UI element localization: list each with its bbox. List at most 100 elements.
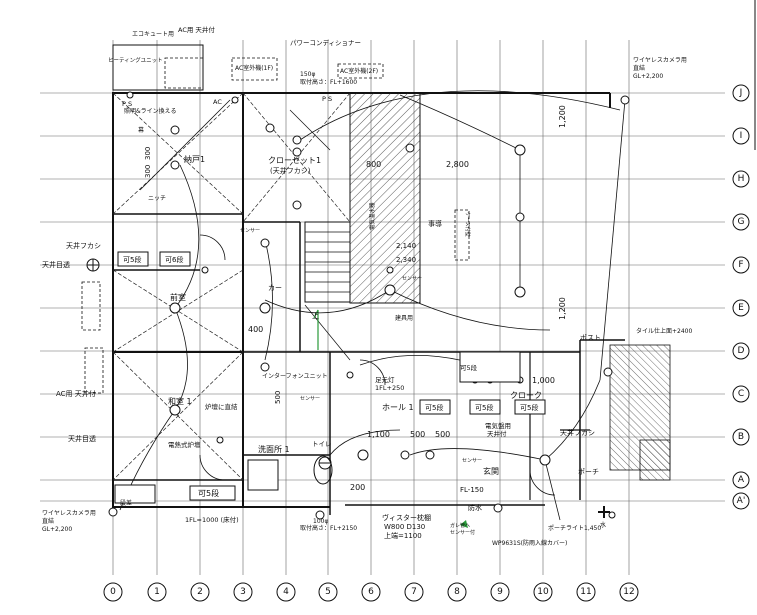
- column-bubble-label: 10: [537, 587, 549, 597]
- label-unit-bath-note: 照明&ライン換える: [124, 107, 177, 115]
- row-bubble: I: [732, 127, 750, 145]
- stair-arrow: [313, 309, 319, 350]
- label-dim-400: 400: [248, 325, 263, 334]
- column-bubble-label: 5: [325, 587, 331, 597]
- label-ceiling-fukashi-left: 天井フカシ: [66, 241, 101, 250]
- row-bubble-label: G: [738, 217, 745, 227]
- label-genkan: 玄関: [483, 466, 499, 476]
- label-kasen-5e: 可5段: [520, 403, 538, 412]
- label-kouhai: 事導: [428, 219, 442, 228]
- label-dim-800: 800: [366, 160, 381, 169]
- column-bubble: 3: [233, 582, 253, 602]
- label-toilet: トイレ: [312, 440, 332, 448]
- label-hole-150-height: 取付高さ：FL+1600: [300, 78, 357, 86]
- column-bubble-label: 9: [497, 587, 503, 597]
- label-kakaru: カー: [268, 284, 282, 292]
- label-vista: ヴィスター枕棚: [382, 513, 431, 522]
- column-bubble-label: 2: [197, 587, 203, 597]
- label-sensor: センサー: [240, 228, 260, 234]
- label-ceiling-fukashi-right: 天井フカシ: [560, 428, 595, 437]
- column-bubble: 5: [318, 582, 338, 602]
- label-ac-ceiling: AC用 天井付: [178, 25, 215, 34]
- label-hole-100: 100φ: [313, 518, 328, 525]
- label-sensor3: センサー: [300, 396, 320, 402]
- label-dim-1200-mid: 1,200: [558, 297, 567, 320]
- label-ue: 上: [312, 311, 319, 320]
- label-dim-1200-top: 1,200: [558, 105, 567, 128]
- column-bubble-label: 11: [580, 587, 591, 597]
- row-bubble: B: [732, 428, 750, 446]
- label-dim-1100: 1,100: [367, 430, 390, 439]
- column-bubble-label: 12: [623, 587, 634, 597]
- row-bubble-label: J: [739, 88, 743, 98]
- row-bubble: A': [732, 492, 750, 510]
- label-kasen-5d: 可5段: [475, 403, 493, 412]
- column-bubble: 9: [490, 582, 510, 602]
- row-bubble: A: [732, 471, 750, 489]
- label-dim-500: 500: [274, 391, 282, 404]
- column-bubble-label: 7: [411, 587, 417, 597]
- column-bubble: 1: [147, 582, 167, 602]
- label-vista-h: 上端=1100: [384, 531, 422, 540]
- label-ac-outdoor-2f: AC室外機(2F): [340, 67, 378, 75]
- column-bubble-label: 3: [240, 587, 246, 597]
- label-dim-2140: 2,140: [396, 242, 416, 250]
- label-porch: ポーチ: [578, 468, 599, 476]
- label-elec-box: 電気盤用: [485, 421, 511, 430]
- label-ps: P S: [322, 95, 332, 103]
- column-bubble-label: 8: [454, 587, 460, 597]
- label-mizu: 水: [600, 521, 606, 529]
- label-mae-shitsu: 前室: [170, 292, 186, 302]
- label-niche: ニッチ: [148, 195, 166, 202]
- label-nando: 納戸1: [184, 154, 205, 164]
- label-wireless-top-gl: GL+2,200: [633, 73, 663, 80]
- row-bubble-label: H: [738, 174, 745, 184]
- label-elec-box-ceiling: 天井付: [487, 429, 507, 438]
- label-sensor2: センサー: [402, 276, 422, 282]
- label-kasen-5: 可5段: [123, 255, 141, 264]
- room-diagonals: [112, 92, 351, 481]
- label-intercom: インターフォンユニット: [262, 372, 328, 380]
- label-closet: クローゼット1: [268, 155, 321, 165]
- column-bubble: 2: [190, 582, 210, 602]
- label-kaiheki: ケース付壁: [464, 212, 471, 237]
- column-bubble: 7: [404, 582, 424, 602]
- label-post: ポスト: [580, 334, 601, 342]
- row-bubble: H: [732, 170, 750, 188]
- label-denki-sinai: 電気温水器: [368, 202, 376, 230]
- label-wp: WP9631S(防雨入線カバー): [492, 539, 567, 547]
- label-wireless-top-direct: 直結: [633, 64, 645, 72]
- row-bubble: D: [732, 342, 750, 360]
- label-eco-cute: エコキュート用: [132, 31, 174, 38]
- label-wireless-bottom-gl: GL+2,200: [42, 526, 72, 533]
- row-bubble-label: A: [738, 475, 745, 485]
- label-dim-2340: 2,340: [396, 256, 416, 264]
- label-wireless-top: ワイヤレスカメラ用: [633, 57, 687, 64]
- column-bubble-label: 0: [110, 587, 116, 597]
- cross-fixtures: [86, 258, 332, 470]
- label-foot-light-h: 1FL+250: [375, 384, 404, 392]
- label-sensor-note: センサー付: [450, 529, 475, 536]
- label-kasen-5f: 可5段: [460, 363, 478, 372]
- column-bubble: 10: [533, 582, 553, 602]
- label-hyoukou: 1FL=1000 (床付): [185, 515, 239, 524]
- door-swings: [199, 234, 556, 496]
- label-hole-150: 150φ: [300, 71, 315, 78]
- label-tile-top: タイル仕上面+2400: [636, 327, 692, 335]
- label-dim-1000: 1,000: [532, 376, 555, 385]
- void-hatch: [349, 92, 421, 304]
- shelf-boxes: [114, 251, 546, 504]
- column-bubble: 11: [576, 582, 596, 602]
- label-denki-ro: 電熱式炉壇: [168, 440, 201, 449]
- label-arrow-note: ガレ管へ: [450, 522, 470, 529]
- column-bubble: 4: [276, 582, 296, 602]
- label-heating-unit: ヒーティングユニット: [108, 56, 163, 64]
- label-wireless-bottom: ワイヤレスカメラ用: [42, 510, 96, 517]
- label-door-note: 建具用: [395, 314, 413, 322]
- label-ac: AC: [213, 98, 222, 106]
- label-dim-300a: 300: [144, 147, 152, 160]
- label-dim-500c: 500: [435, 430, 450, 439]
- label-bousui: 防水: [468, 503, 482, 512]
- label-kasen-5b: 可5段: [198, 488, 219, 498]
- label-foot-light: 足元灯: [375, 375, 395, 384]
